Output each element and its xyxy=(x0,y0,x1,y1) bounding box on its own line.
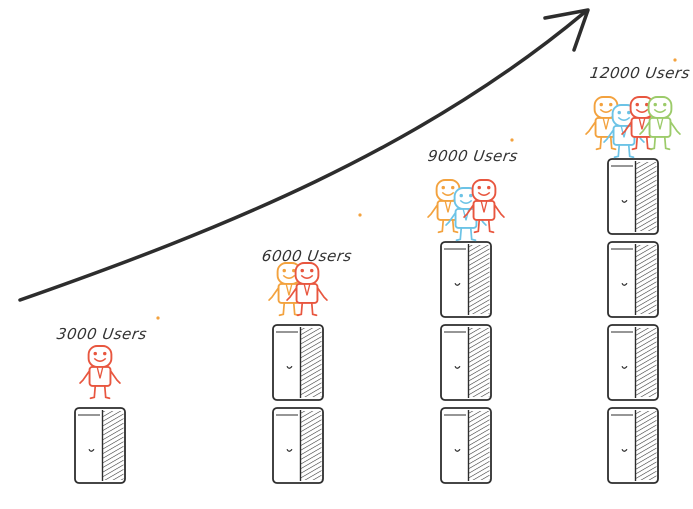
user-figure-icon xyxy=(79,345,121,400)
server-tower-icon xyxy=(440,241,492,318)
server-tower-icon xyxy=(607,241,659,318)
server-tower-icon xyxy=(607,158,659,235)
server-tower-icon xyxy=(607,324,659,401)
stage-label-6000: 6000 Users xyxy=(260,247,354,265)
server-tower-icon xyxy=(74,407,126,484)
user-figure-icon xyxy=(445,187,487,242)
stage-label-3000: 3000 Users xyxy=(55,325,149,343)
server-tower-icon xyxy=(440,324,492,401)
servers-layer xyxy=(74,158,659,484)
growth-arrow-icon xyxy=(18,8,590,302)
user-figure-icon xyxy=(463,179,505,234)
sparkle-decorations xyxy=(156,58,677,320)
server-tower-icon xyxy=(272,407,324,484)
people-layer xyxy=(79,96,681,400)
server-tower-icon xyxy=(607,407,659,484)
stage-label-9000: 9000 Users xyxy=(426,147,520,165)
stage-label-12000: 12000 Users xyxy=(588,64,692,82)
server-tower-icon xyxy=(272,324,324,401)
server-tower-icon xyxy=(440,407,492,484)
user-figure-icon xyxy=(639,96,681,151)
user-figure-icon xyxy=(286,262,328,317)
